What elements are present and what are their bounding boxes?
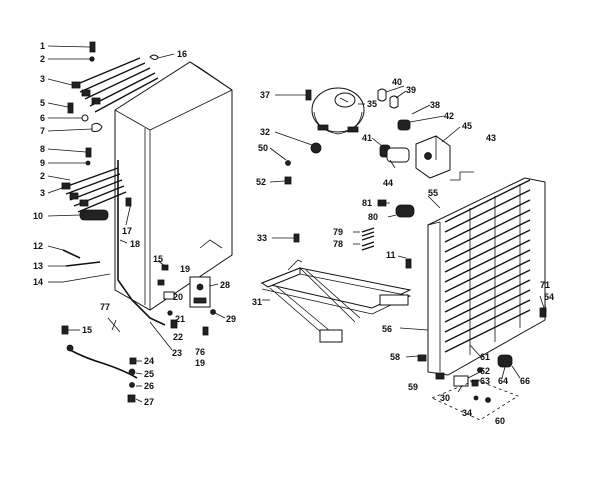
label-2: 2 xyxy=(40,54,45,64)
label-35: 35 xyxy=(367,99,377,109)
label-31: 31 xyxy=(252,297,262,307)
compressor-assembly xyxy=(284,87,474,185)
label-3: 3 xyxy=(40,74,45,84)
label-13: 13 xyxy=(33,261,43,271)
label-41: 41 xyxy=(362,133,372,143)
label-23: 23 xyxy=(172,348,182,358)
label-19: 19 xyxy=(180,264,190,274)
label-14: 14 xyxy=(33,277,43,287)
label-71: 71 xyxy=(540,280,550,290)
label-11: 11 xyxy=(386,250,396,260)
label-58: 58 xyxy=(390,352,400,362)
label-38: 38 xyxy=(430,100,440,110)
label-76: 76 xyxy=(195,347,205,357)
label-20: 20 xyxy=(173,292,183,302)
label-45: 45 xyxy=(462,121,472,131)
label-3b: 3 xyxy=(40,188,45,198)
valve-parts xyxy=(272,199,415,269)
base-frame xyxy=(260,259,412,343)
label-12: 12 xyxy=(33,241,43,251)
label-8: 8 xyxy=(40,144,45,154)
label-52: 52 xyxy=(256,177,266,187)
condenser-assembly xyxy=(417,177,547,421)
label-55: 55 xyxy=(428,188,438,198)
label-19b: 19 xyxy=(195,358,205,368)
label-33: 33 xyxy=(257,233,267,243)
right-leader-lines xyxy=(399,195,547,393)
label-39: 39 xyxy=(406,85,416,95)
label-63: 63 xyxy=(480,376,490,386)
label-30: 30 xyxy=(440,393,450,403)
label-10: 10 xyxy=(33,211,43,221)
label-77: 77 xyxy=(100,302,110,312)
label-43: 43 xyxy=(486,133,496,143)
label-37: 37 xyxy=(260,90,270,100)
label-80: 80 xyxy=(368,212,378,222)
label-28: 28 xyxy=(220,280,230,290)
label-44: 44 xyxy=(383,178,393,188)
label-59: 59 xyxy=(408,382,418,392)
part-labels: 1 2 3 5 6 7 8 9 2 3 10 12 13 14 16 17 18… xyxy=(33,41,554,426)
label-32: 32 xyxy=(260,127,270,137)
lower-coil xyxy=(61,167,127,213)
label-42: 42 xyxy=(444,111,454,121)
label-78: 78 xyxy=(333,239,343,249)
label-64: 64 xyxy=(498,376,508,386)
label-6: 6 xyxy=(40,113,45,123)
label-7: 7 xyxy=(40,126,45,136)
label-61: 61 xyxy=(480,352,490,362)
label-9: 9 xyxy=(40,158,45,168)
label-25: 25 xyxy=(144,369,154,379)
middle-leader-lines xyxy=(269,85,461,183)
left-leader-lines xyxy=(47,45,226,403)
label-60: 60 xyxy=(495,416,505,426)
label-21: 21 xyxy=(175,314,185,324)
label-26: 26 xyxy=(144,381,154,391)
label-66: 66 xyxy=(520,376,530,386)
top-condenser-coil xyxy=(71,57,159,113)
cabinet-assembly xyxy=(114,61,233,326)
label-2b: 2 xyxy=(40,171,45,181)
label-56: 56 xyxy=(382,324,392,334)
label-79: 79 xyxy=(333,227,343,237)
label-15: 15 xyxy=(153,254,163,264)
label-5: 5 xyxy=(40,98,45,108)
label-27: 27 xyxy=(144,397,154,407)
label-22: 22 xyxy=(173,332,183,342)
left-small-parts xyxy=(61,41,216,403)
label-29: 29 xyxy=(226,314,236,324)
label-17: 17 xyxy=(122,226,132,236)
label-50: 50 xyxy=(258,143,268,153)
label-1: 1 xyxy=(40,41,45,51)
label-34: 34 xyxy=(462,408,472,418)
label-18: 18 xyxy=(130,239,140,249)
label-54: 54 xyxy=(544,292,554,302)
label-40: 40 xyxy=(392,77,402,87)
label-16: 16 xyxy=(177,49,187,59)
label-81: 81 xyxy=(362,198,372,208)
label-24: 24 xyxy=(144,356,154,366)
label-62: 62 xyxy=(480,366,490,376)
label-15b: 15 xyxy=(82,325,92,335)
